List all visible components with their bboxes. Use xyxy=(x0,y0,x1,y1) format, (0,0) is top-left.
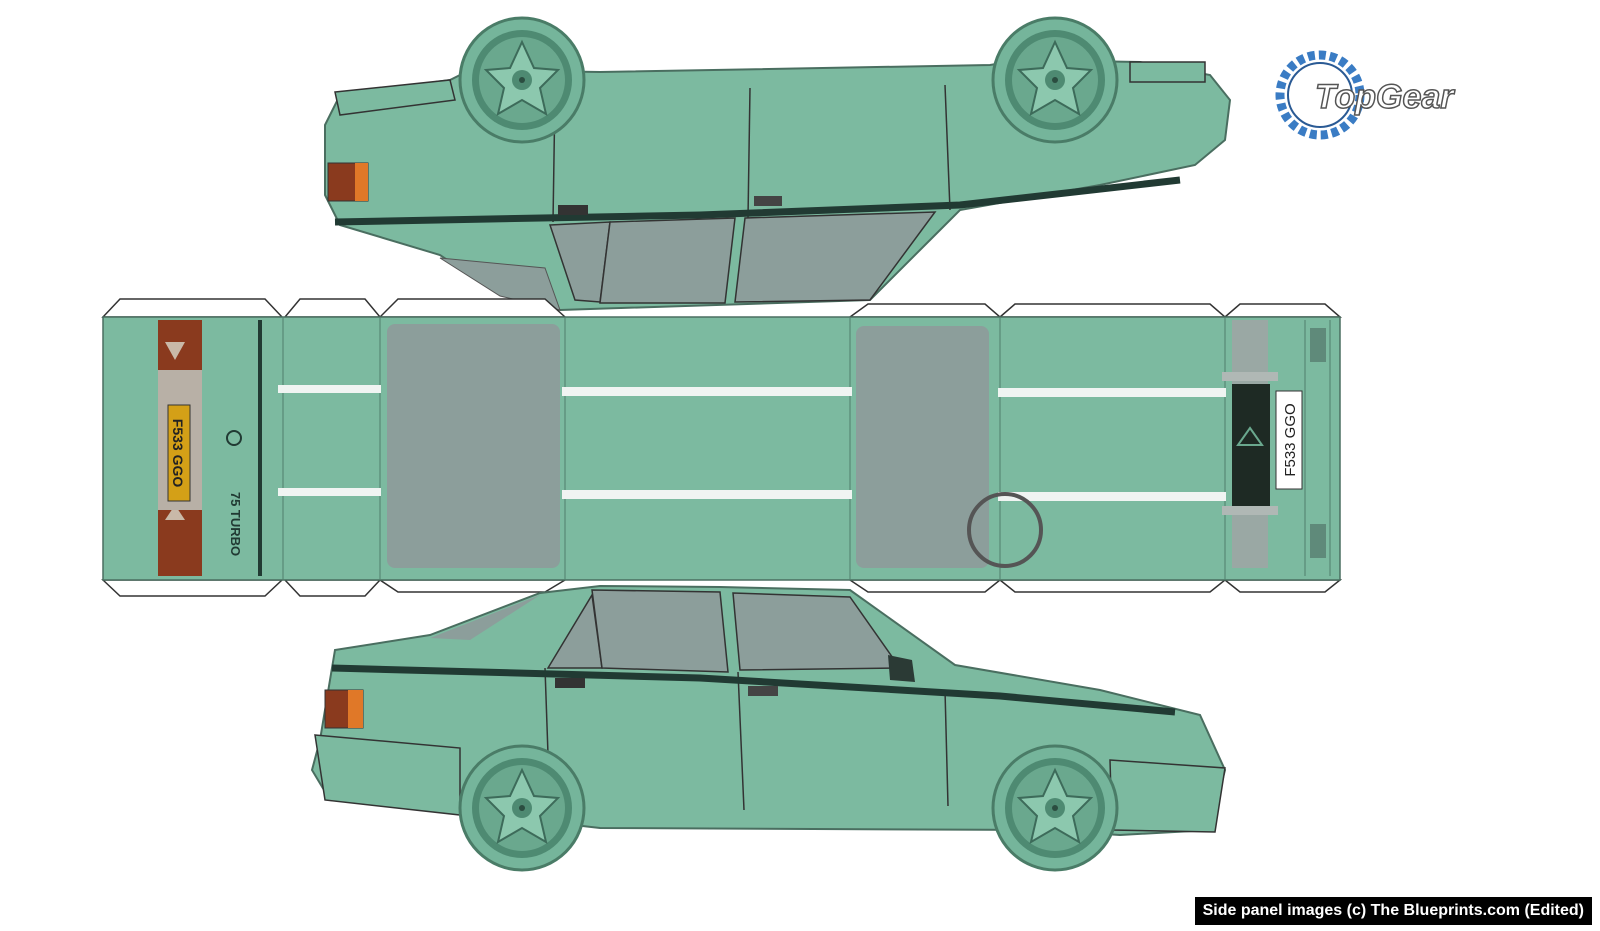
image-credit: Side panel images (c) The Blueprints.com… xyxy=(1194,897,1592,925)
gear-icon xyxy=(1275,50,1365,140)
upper-side-panel xyxy=(324,16,1232,312)
topgear-logo: TopGear xyxy=(1275,50,1456,140)
rear-plate-text: F533 GGO xyxy=(170,419,186,488)
front-plate-text: F533 GGO xyxy=(1282,403,1299,476)
roof-net xyxy=(101,298,1343,597)
rear-model-badge: 75 TURBO xyxy=(228,492,243,556)
topgear-logo-text: TopGear xyxy=(1315,78,1455,116)
lower-side-panel xyxy=(310,584,1227,872)
